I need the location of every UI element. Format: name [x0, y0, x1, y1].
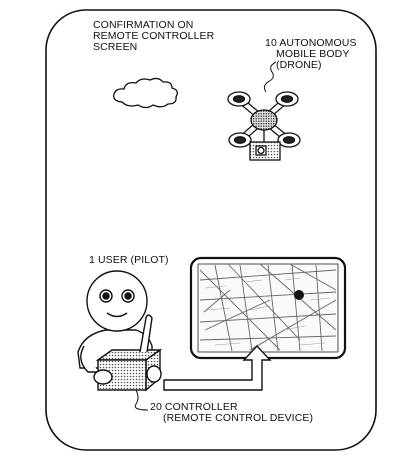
user-label: 1 USER (PILOT): [89, 254, 169, 266]
drone-label-line-2: MOBILE BODY: [276, 48, 349, 60]
drone-leader-line: [263, 61, 277, 93]
drone-rotor: [277, 132, 301, 148]
controller-label-line-2: (REMOTE CONTROL DEVICE): [163, 412, 313, 424]
drone-rotor: [228, 132, 252, 148]
drone: [227, 91, 301, 161]
controller-leader-line: [134, 389, 149, 411]
drone-rotor: [275, 91, 299, 107]
drone-rotor: [227, 91, 251, 107]
cloud-icon: [113, 77, 178, 109]
controller-label: 20 CONTROLLER (REMOTE CONTROL DEVICE): [150, 401, 313, 424]
controller-label-line-1: 20 CONTROLLER: [150, 401, 238, 413]
outer-frame: [45, 9, 377, 451]
controller-box: [95, 348, 163, 392]
caption: CONFIRMATION ON REMOTE CONTROLLER SCREEN: [93, 19, 215, 53]
drone-label-line-3: (DRONE): [276, 59, 322, 71]
controller-screen: [189, 256, 347, 360]
caption-line-1: CONFIRMATION ON: [93, 19, 193, 31]
caption-line-2: REMOTE CONTROLLER: [93, 30, 215, 42]
pilot-head: [86, 270, 148, 332]
drone-position-marker: [294, 290, 304, 300]
arrow-icon: [163, 344, 272, 391]
drone-label: 10 AUTONOMOUS MOBILE BODY (DRONE): [265, 37, 357, 71]
caption-line-3: SCREEN: [93, 41, 137, 53]
drone-label-line-1: 10 AUTONOMOUS: [265, 37, 357, 49]
pilot-figure: [77, 270, 163, 392]
